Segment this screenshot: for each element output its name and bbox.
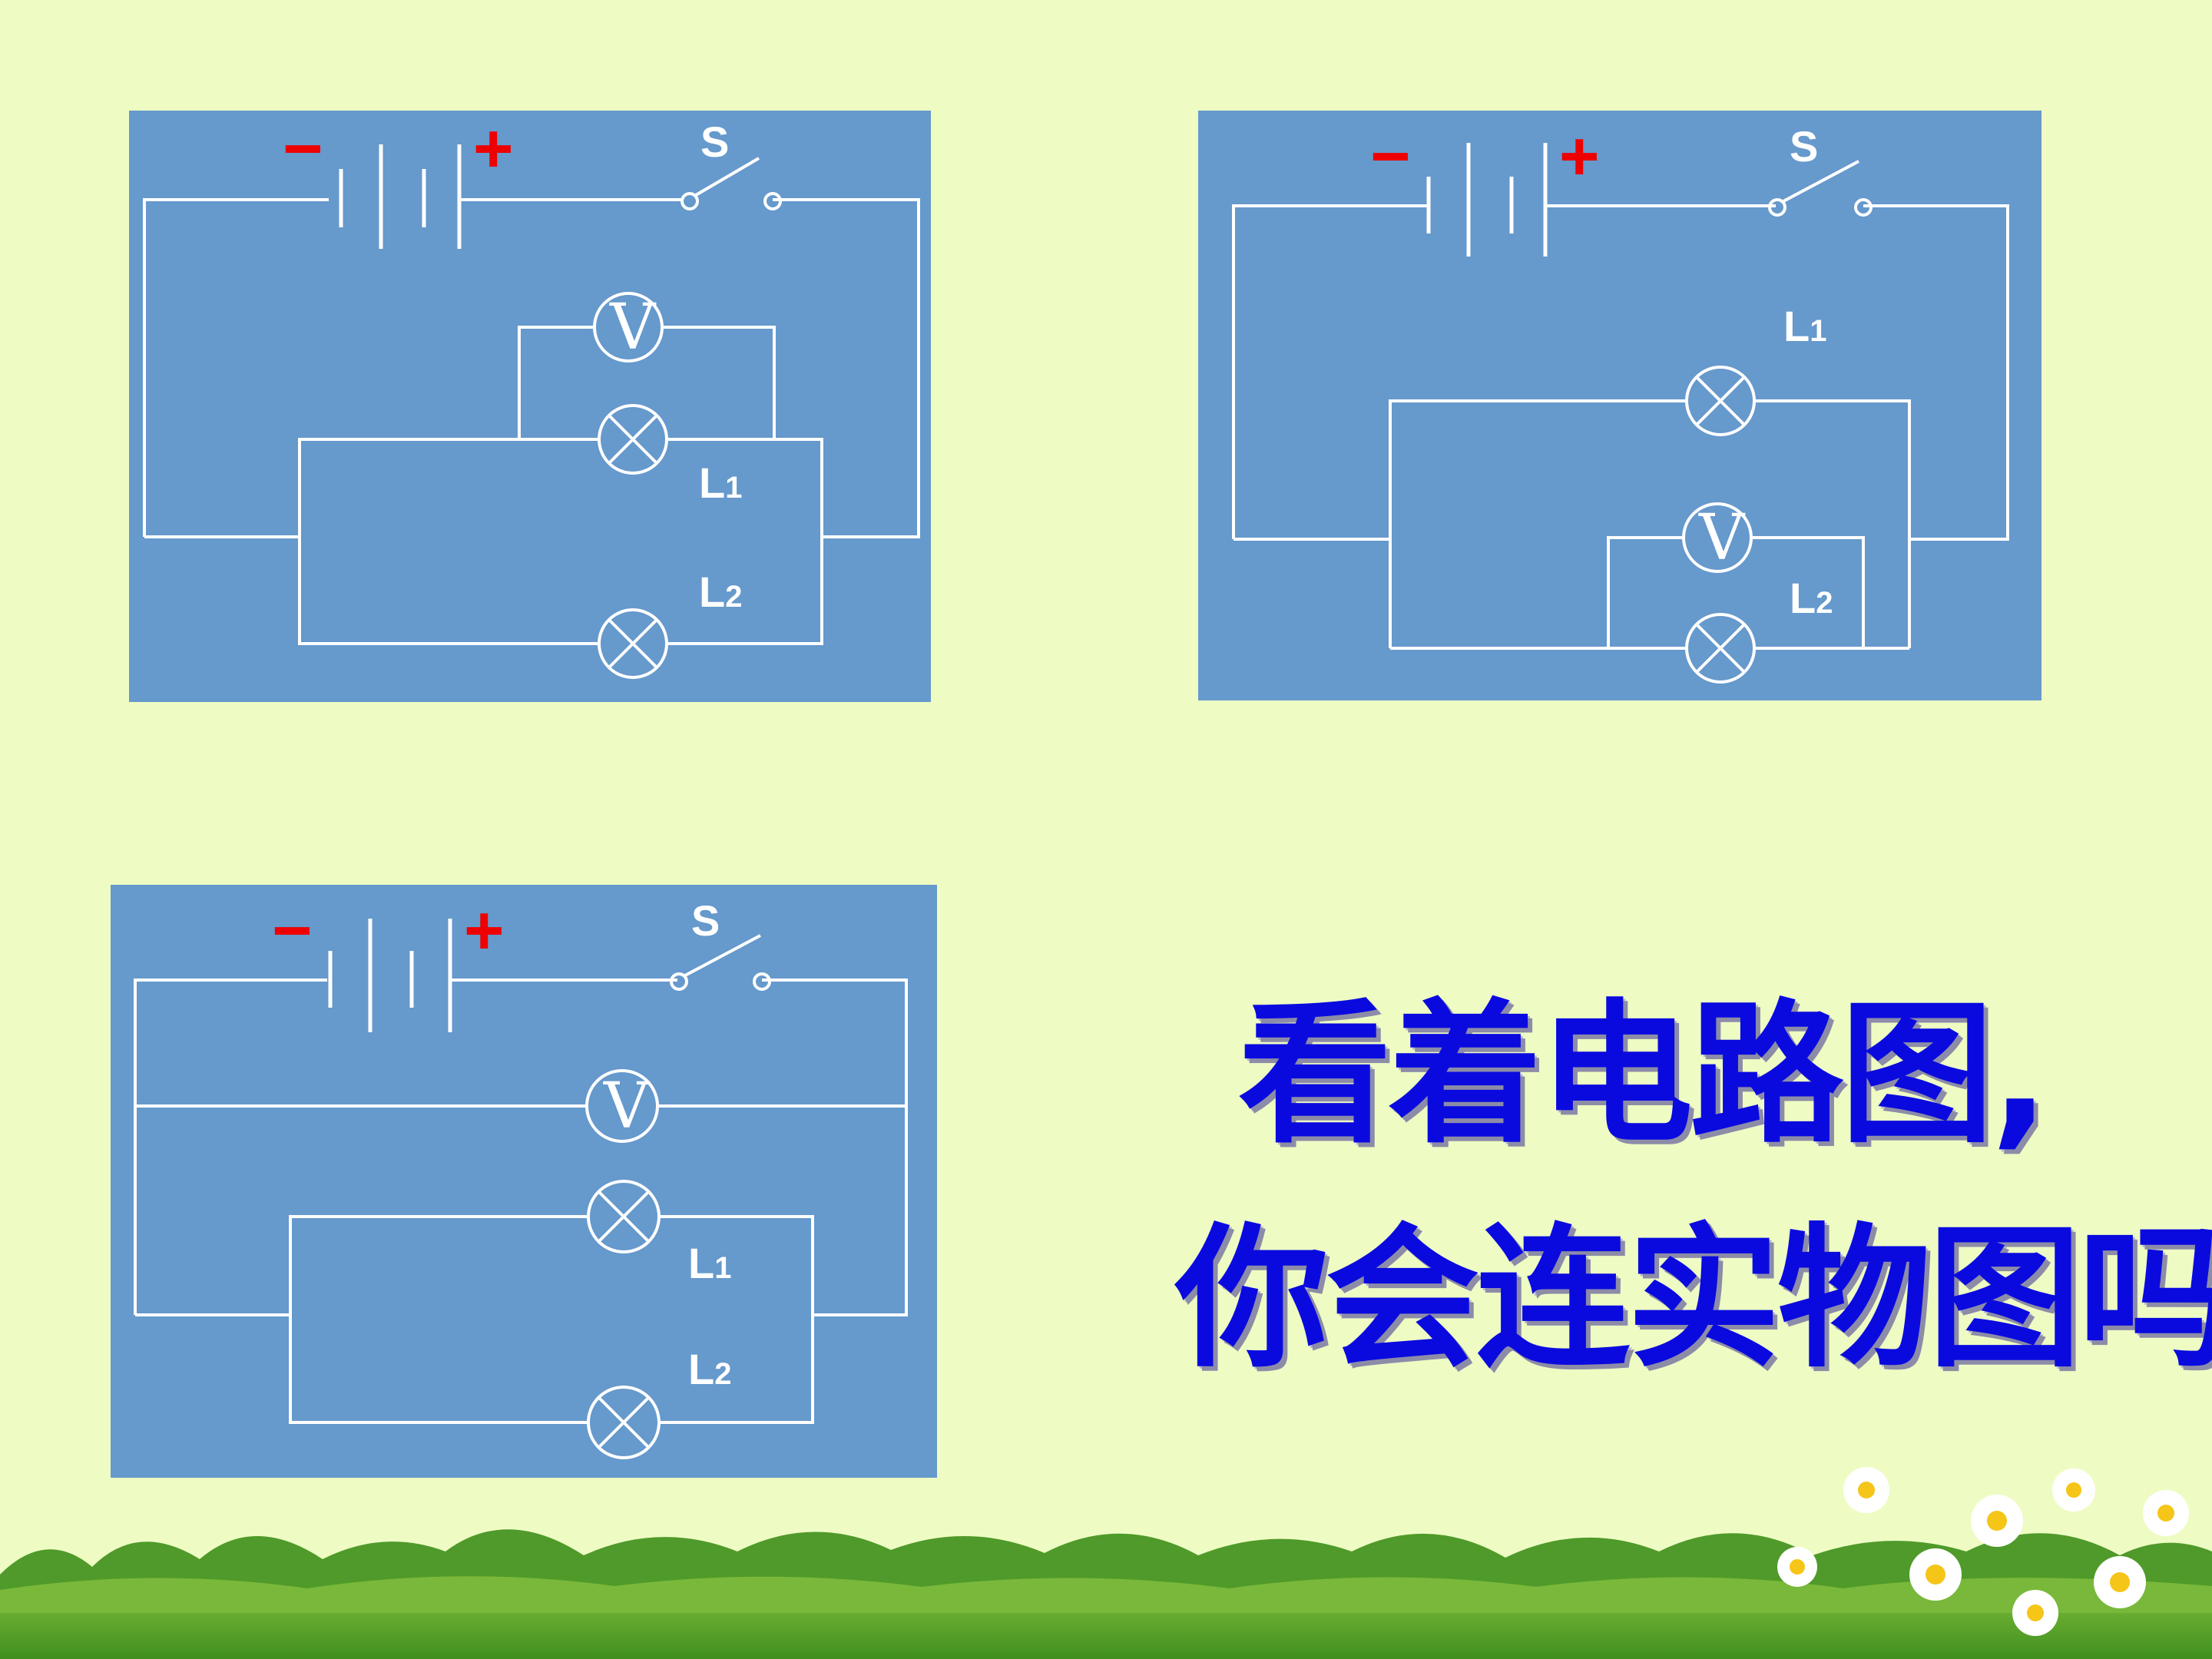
voltmeter <box>593 292 664 363</box>
battery-positive-label: + <box>464 892 505 969</box>
switch-label: S <box>700 118 729 166</box>
switch-label: S <box>1790 122 1818 171</box>
circuit-a-svg: − + S V L1 L2 <box>143 111 920 679</box>
wire-lamp1-branch <box>289 1215 814 1424</box>
lamp-l1-label: L1 <box>699 459 742 507</box>
wire-top-left <box>143 198 329 537</box>
battery <box>328 919 452 1032</box>
lamp-l1 <box>598 404 668 475</box>
caption-line-1: 看着电路图, <box>1238 985 2049 1164</box>
battery <box>339 144 462 249</box>
wire-top-left <box>1232 204 1429 539</box>
lamp-l2 <box>587 1386 661 1459</box>
wire-voltmeter <box>518 326 776 439</box>
wire-top-right <box>762 979 908 1316</box>
battery-negative-label: − <box>272 892 313 969</box>
lamp-l1-label: L1 <box>1783 302 1826 350</box>
circuit-b-svg: − + S L1 L2 V <box>1232 118 2009 684</box>
circuit-diagram-a: − + S V L1 L2 <box>129 111 931 702</box>
switch <box>670 934 771 991</box>
lamp-l2 <box>1685 613 1756 684</box>
battery-positive-label: + <box>473 111 514 187</box>
voltmeter <box>1682 502 1753 573</box>
battery-negative-label: − <box>1370 118 1411 195</box>
voltmeter-symbol: V <box>1698 502 1746 575</box>
lamp-l1 <box>1685 366 1756 436</box>
switch <box>680 157 782 210</box>
wire-lamp1-branch <box>298 438 823 645</box>
voltmeter-symbol: V <box>609 291 657 364</box>
wire-voltmeter <box>1607 536 1865 648</box>
lamp-l1-label: L1 <box>688 1239 731 1287</box>
lamp-l2-label: L2 <box>1790 574 1833 622</box>
scenery-svg <box>0 1467 2212 1659</box>
wire-top-left <box>134 979 327 1315</box>
circuit-diagram-b: − + S L1 L2 V <box>1198 111 2041 700</box>
wire-top-right <box>773 198 920 538</box>
lamp-l2-label: L2 <box>699 568 742 616</box>
circuit-diagram-c: − + S V L1 L2 <box>111 885 937 1478</box>
battery <box>1426 143 1548 257</box>
caption-line-2: 你会连实物图吗 <box>1175 1210 2212 1389</box>
battery-negative-label: − <box>283 111 323 187</box>
grass-and-flowers-decoration <box>0 1459 2212 1659</box>
voltmeter-symbol: V <box>603 1070 651 1143</box>
lamp-l2-label: L2 <box>688 1345 731 1393</box>
battery-positive-label: + <box>1559 118 1600 195</box>
switch-label: S <box>691 896 720 945</box>
lamp-l2 <box>598 608 668 679</box>
wire-top-right <box>1863 204 2009 541</box>
lamp-l1 <box>587 1180 661 1253</box>
voltmeter <box>585 1069 659 1143</box>
circuit-c-svg: − + S V L1 L2 <box>134 892 908 1459</box>
switch <box>1768 160 1873 217</box>
wire-lamp1-branch <box>1389 399 1911 648</box>
